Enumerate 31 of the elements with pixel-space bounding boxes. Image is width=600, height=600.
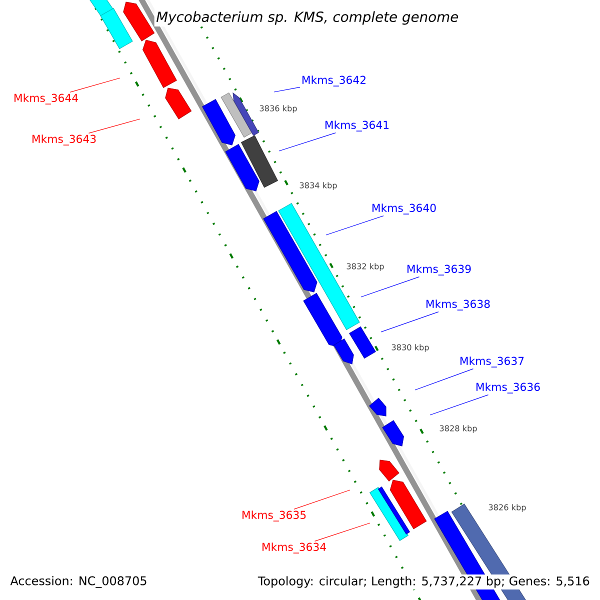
genome-info-text: Topology: circular; Length: 5,737,227 bp; Genes: 5,516 [256,574,592,590]
gene-label: Mkms_3635 [242,510,306,522]
leader-line [274,86,300,92]
leader-line [70,78,120,92]
gene-label: Mkms_3641 [325,120,389,132]
gene-label: Mkms_3637 [460,356,524,368]
position-label: 3834 kbp [298,181,338,191]
leader-line [430,394,489,416]
position-label: 3826 kbp [487,503,528,513]
gene-label: Mkms_3638 [426,300,490,310]
gene-label: Mkms_3634 [262,542,326,554]
leader-line [360,276,420,298]
title: Mycobacterium sp. KMS, complete genome [154,10,460,26]
leader-line [380,312,439,332]
position-label: 3832 kbp [345,262,386,272]
position-label: 3836 kbp [258,104,298,114]
gene-label: Mkms_3642 [302,76,366,86]
leader-line [88,118,140,134]
leader-line [314,522,370,542]
leader-line [278,132,336,152]
gene-label: Mkms_3640 [372,204,436,214]
leader-line [326,216,384,236]
gene-label: Mkms_3643 [32,134,96,146]
leader-line [414,368,474,390]
leader-line [294,490,350,510]
gene-label: Mkms_3639 [407,264,471,276]
position-label: 3830 kbp [390,343,430,353]
gene-label: Mkms_3644 [14,94,78,104]
gene-label: Mkms_3636 [476,382,540,394]
position-label: 3828 kbp [438,424,478,434]
accession-text: Accession: NC_008705 [10,576,146,588]
